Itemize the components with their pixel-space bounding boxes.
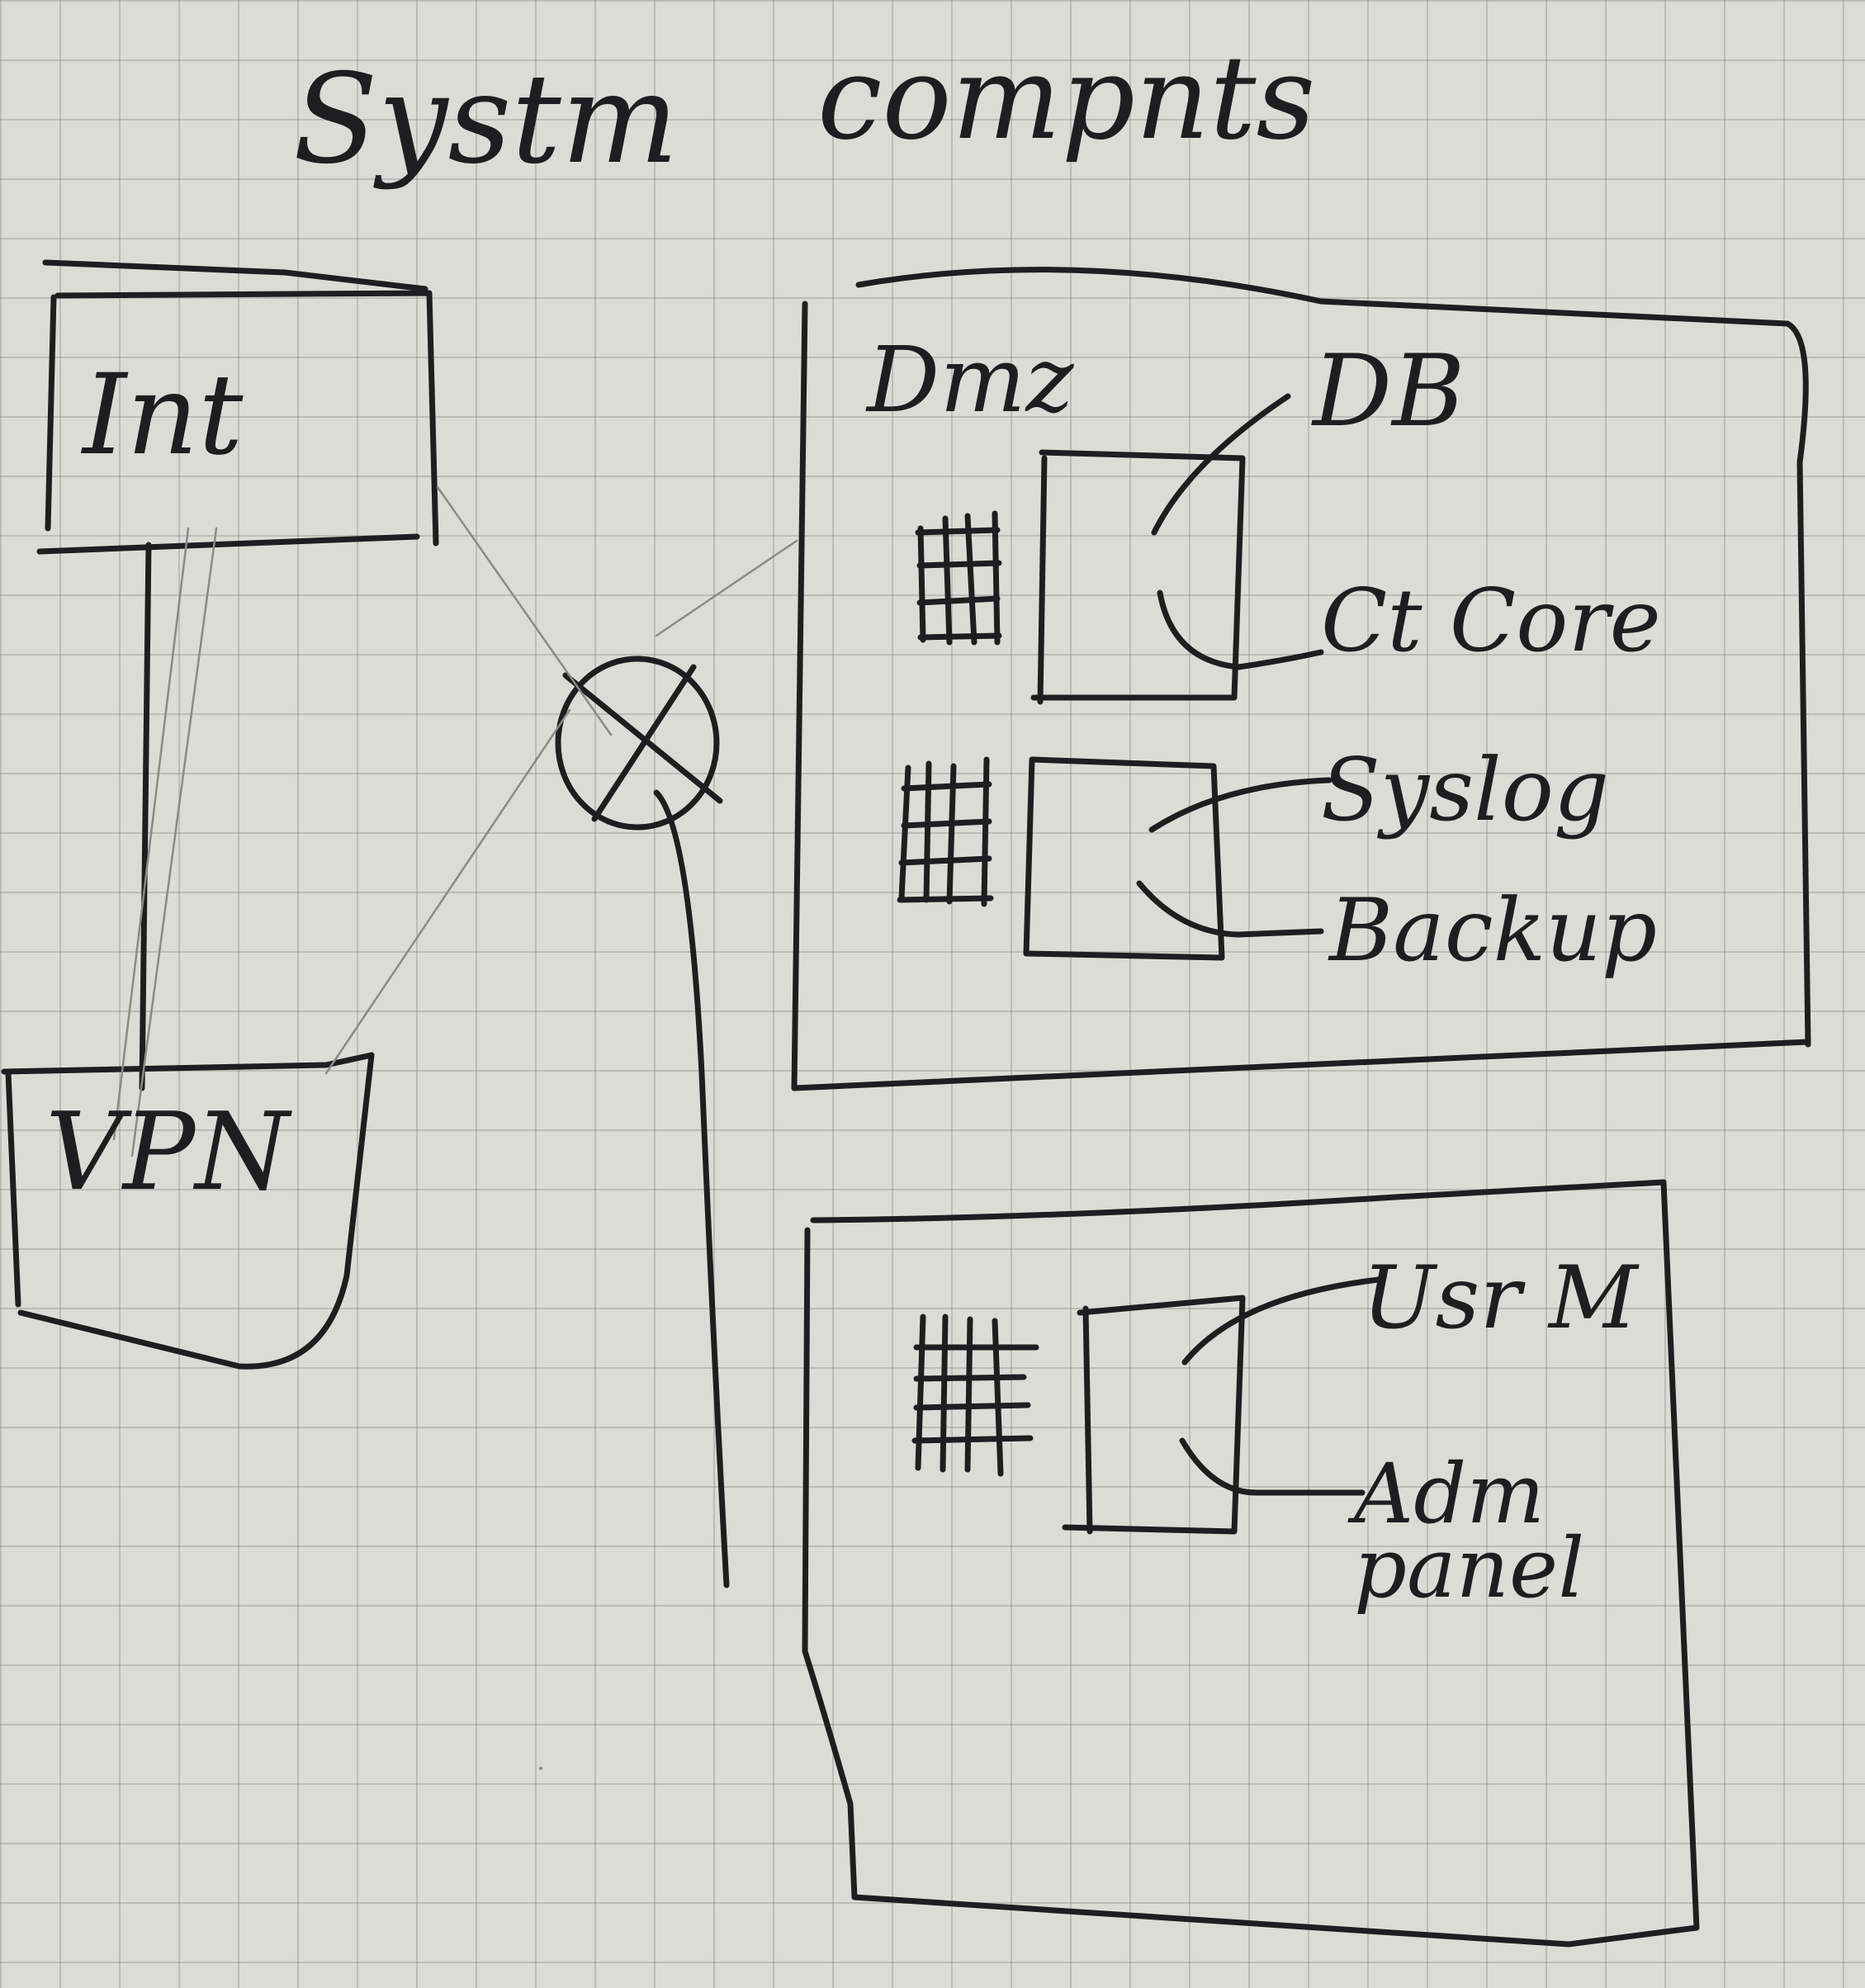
int-vpn-link: [112, 527, 218, 1157]
firewall-downlink: [653, 789, 730, 1588]
pencil-mark: [539, 1767, 542, 1770]
internal-zone-label: Int: [83, 350, 244, 480]
title-word-1: Systm: [293, 48, 679, 192]
internal-zone-box: [36, 259, 439, 555]
backup-label: Backup: [1329, 880, 1658, 981]
user-server: [1062, 1276, 1382, 1535]
user-component-label: Usr M: [1362, 1247, 1638, 1348]
vpn-zone-box: [1, 1052, 375, 1370]
dmz-rack-2: [897, 756, 994, 907]
db-label: DB: [1313, 334, 1465, 449]
firewall-links: [324, 485, 798, 1075]
admin-panel-label-line2: panel: [1354, 1520, 1585, 1616]
dmz-zone-label: Dmz: [867, 327, 1074, 433]
dmz-zone-box: [791, 267, 1811, 1091]
title-word-2: compnts: [817, 31, 1316, 166]
syslog-label: Syslog: [1321, 740, 1610, 840]
user-zone-box: [802, 1179, 1700, 1948]
dmz-rack-1: [915, 510, 1002, 646]
user-rack: [911, 1314, 1039, 1477]
dmz-server-1: [1030, 393, 1324, 705]
firewall-icon: [555, 656, 723, 831]
dmz-server-2: [1023, 756, 1332, 961]
ct-core-label: Ct Core: [1321, 570, 1661, 671]
admin-panel-label-line1: Adm: [1354, 1446, 1545, 1542]
vpn-zone-label: VPN: [45, 1089, 290, 1214]
